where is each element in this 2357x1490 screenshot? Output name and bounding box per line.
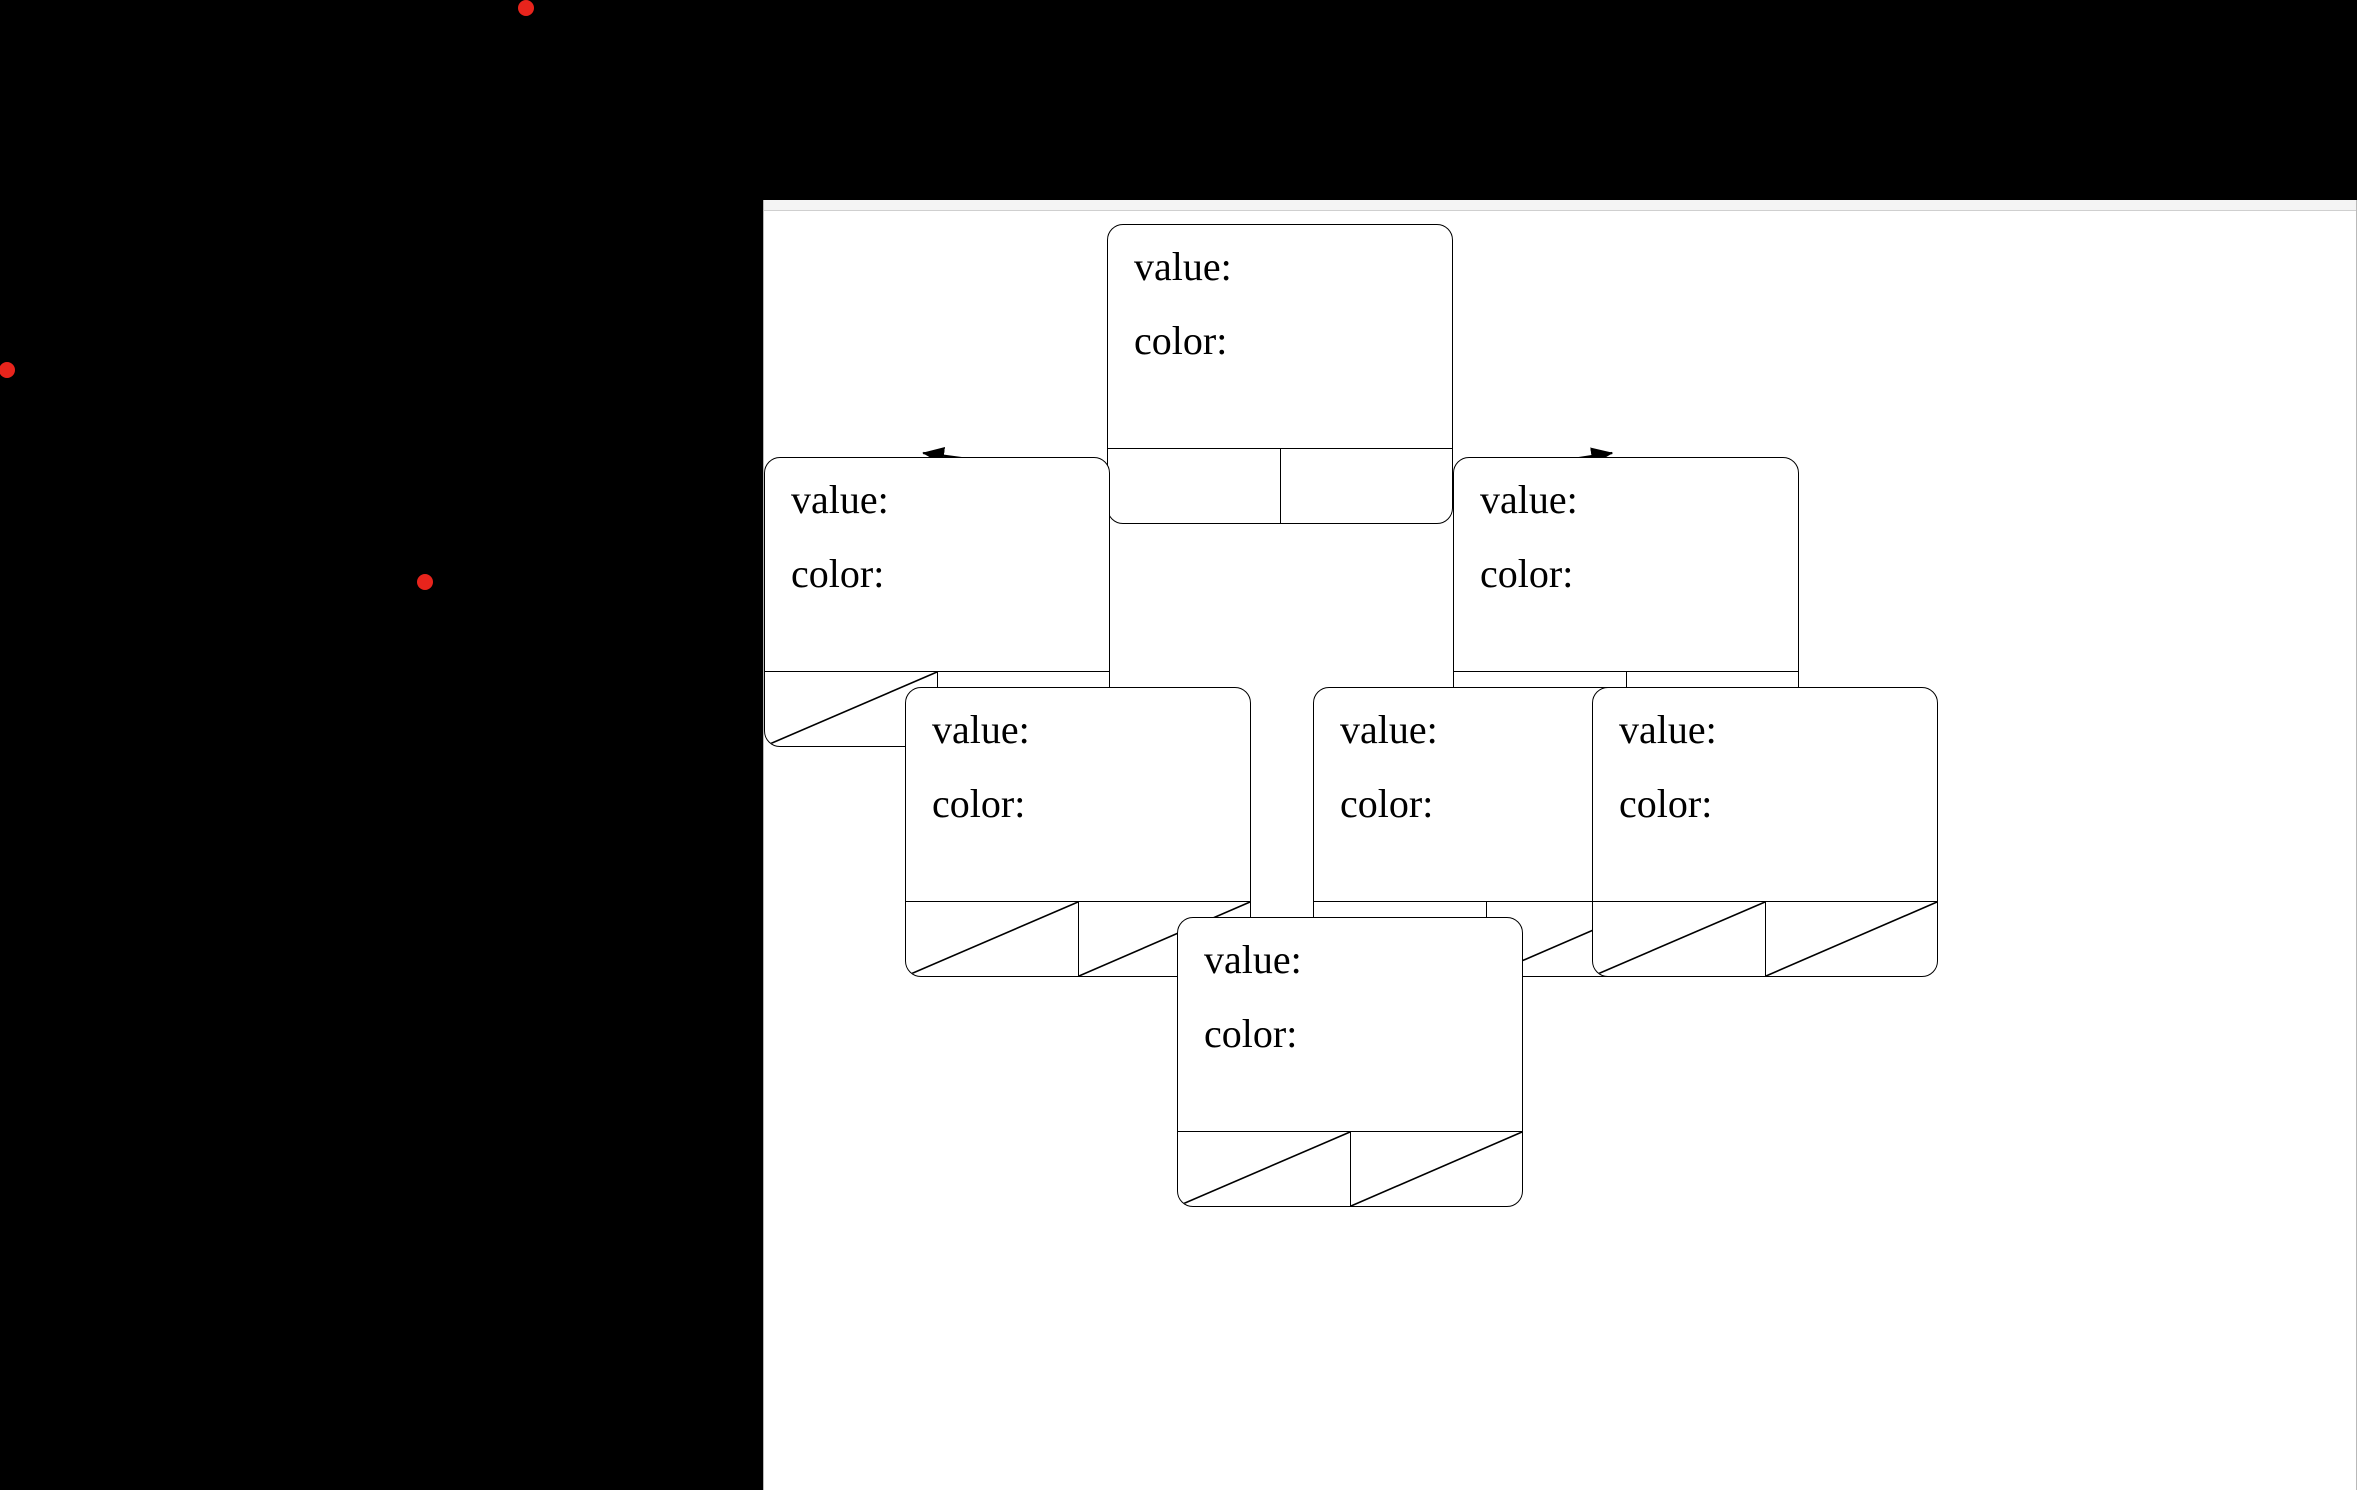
node-right-pointer-cell[interactable] [1280,449,1452,523]
node-value-label: value: [1619,707,1717,752]
node-value-label: value: [1204,937,1302,982]
node-right-pointer-cell[interactable] [1078,902,1250,976]
node-right-pointer-cell[interactable] [1765,902,1937,976]
node-color-label: color: [1480,551,1574,596]
null-pointer-slash-icon [1766,902,1937,976]
node-fields: value: color: [765,458,1109,672]
node-left-pointer-cell[interactable] [1108,449,1280,523]
node-color-label: color: [1340,781,1434,826]
null-pointer-slash-icon [765,672,937,746]
node-value-label: value: [791,477,889,522]
node-fields: value: color: [1108,225,1452,449]
node-color-label: color: [1204,1011,1298,1056]
node-pointer-bar [1178,1131,1522,1206]
node-value-label: value: [1480,477,1578,522]
window-titlebar[interactable] [764,200,2356,211]
node-fields: value: color: [906,688,1250,902]
node-fields: value: color: [1454,458,1798,672]
tree-node-deepest-node[interactable]: value: color: [1177,917,1523,1207]
node-left-pointer-cell[interactable] [1593,902,1765,976]
node-pointer-bar [1593,901,1937,976]
node-right-pointer-cell[interactable] [1350,1132,1522,1206]
node-fields: value: color: [1593,688,1937,902]
null-pointer-slash-icon [1593,902,1765,976]
node-color-label: color: [932,781,1026,826]
diagram-window: value:color:value:color:value:color:valu… [763,200,2357,1490]
node-value-label: value: [1340,707,1438,752]
node-fields: value: color: [1178,918,1522,1132]
node-pointer-bar [1108,448,1452,523]
node-left-pointer-cell[interactable] [1178,1132,1350,1206]
diagram-canvas[interactable]: value:color:value:color:value:color:valu… [764,212,2356,1490]
null-pointer-slash-icon [1178,1132,1350,1206]
node-color-label: color: [1619,781,1713,826]
null-pointer-slash-icon [1351,1132,1522,1206]
tree-node-root[interactable]: value: color: [1107,224,1453,524]
null-pointer-slash-icon [906,902,1078,976]
node-pointer-bar [906,901,1250,976]
marker-dot-left [0,362,15,378]
marker-dot-top [518,0,534,16]
tree-node-right-right-grandchild[interactable]: value: color: [1592,687,1938,977]
node-left-pointer-cell[interactable] [906,902,1078,976]
node-value-label: value: [1134,244,1232,289]
node-color-label: color: [1134,318,1228,363]
node-left-pointer-cell[interactable] [765,672,937,746]
node-color-label: color: [791,551,885,596]
node-fields: value: color: [1314,688,1658,902]
node-value-label: value: [932,707,1030,752]
null-pointer-slash-icon [1079,902,1250,976]
marker-dot-middle [417,574,433,590]
